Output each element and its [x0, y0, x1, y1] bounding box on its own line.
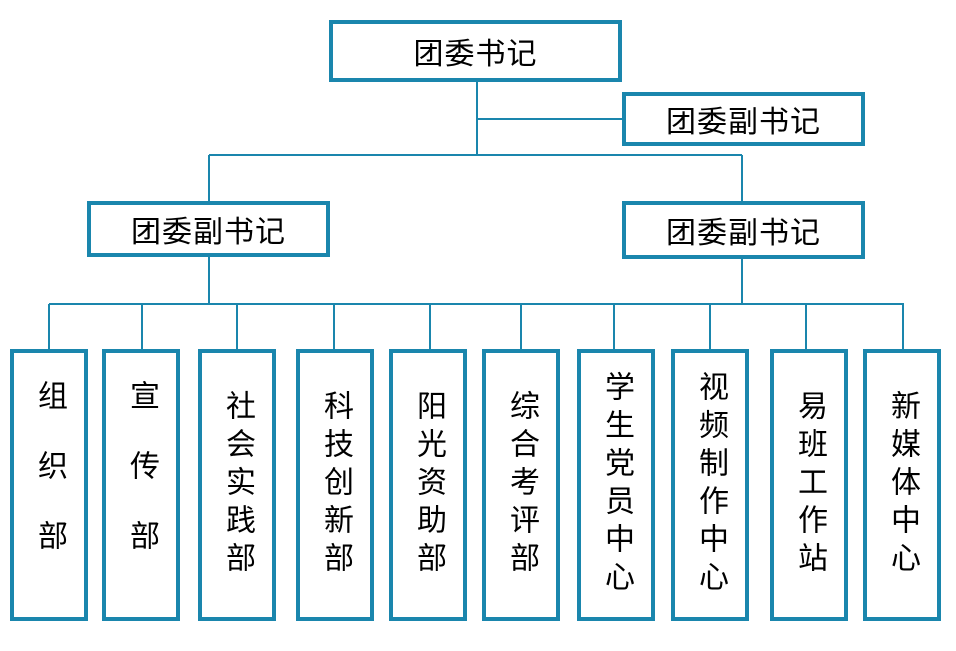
deputy-secretary-right-label: 团委副书记 [666, 216, 821, 251]
department-box-social-practice: 社会实践部 [198, 349, 276, 621]
department-box-video-production-center: 视频制作中心 [671, 349, 749, 621]
deputy-secretary-upper-label: 团委副书记 [666, 105, 821, 140]
department-box-sunshine-aid: 阳光资助部 [389, 349, 467, 621]
top-secretary-label: 团委书记 [413, 37, 538, 72]
deputy-secretary-left-box: 团委副书记 [87, 201, 330, 257]
department-label: 科技创新部 [318, 390, 353, 580]
department-label: 学生党员中心 [599, 371, 634, 599]
department-box-yiban-workstation: 易班工作站 [770, 349, 848, 621]
department-label: 宣传部 [124, 380, 159, 590]
top-secretary-box: 团委书记 [329, 20, 622, 82]
department-box-comprehensive-evaluation: 综合考评部 [482, 349, 560, 621]
deputy-secretary-left-label: 团委副书记 [131, 215, 286, 250]
department-label: 组织部 [32, 380, 67, 590]
department-label: 综合考评部 [504, 390, 539, 580]
department-box-publicity: 宣传部 [102, 349, 180, 621]
deputy-secretary-upper-box: 团委副书记 [622, 92, 865, 146]
department-box-tech-innovation: 科技创新部 [296, 349, 374, 621]
department-label: 易班工作站 [792, 390, 827, 580]
department-label: 视频制作中心 [693, 371, 728, 599]
department-box-new-media-center: 新媒体中心 [863, 349, 941, 621]
department-box-organization: 组织部 [10, 349, 88, 621]
department-label: 社会实践部 [220, 390, 255, 580]
deputy-secretary-right-box: 团委副书记 [622, 201, 865, 259]
department-label: 阳光资助部 [411, 390, 446, 580]
department-box-student-party-center: 学生党员中心 [577, 349, 655, 621]
department-label: 新媒体中心 [885, 390, 920, 580]
